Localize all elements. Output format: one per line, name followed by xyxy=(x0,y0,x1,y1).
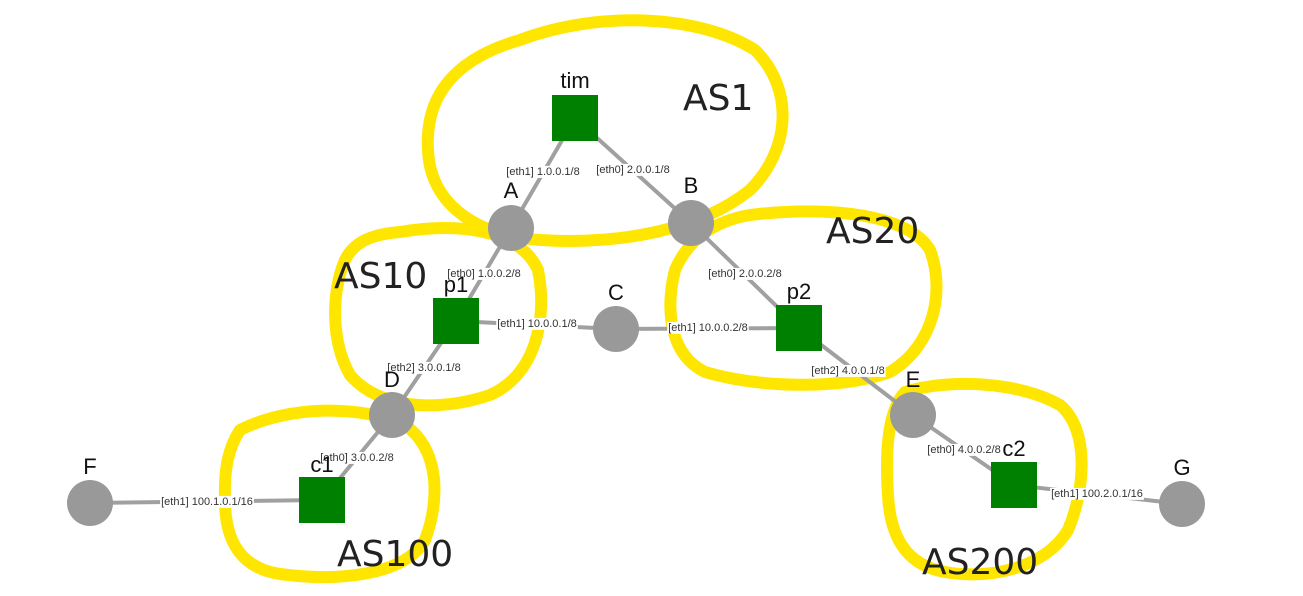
interface-label: [eth1] 100.1.0.1/16 xyxy=(161,496,253,508)
interface-label: [eth0] 2.0.0.2/8 xyxy=(708,268,781,280)
interface-label: [eth1] 10.0.0.1/8 xyxy=(497,318,577,330)
as-label-as1: AS1 xyxy=(683,78,753,119)
collision-domain-label: B xyxy=(684,173,699,198)
interface-label-background xyxy=(810,364,886,377)
as-labels: AS1 AS10 AS20 AS100 AS200 xyxy=(334,78,1038,583)
collision-domain-label: F xyxy=(83,454,96,479)
interface-label-group: [eth1] 100.1.0.1/16 xyxy=(160,495,254,508)
interface-label-background xyxy=(1050,487,1144,500)
router-p1-icon[interactable] xyxy=(433,298,479,344)
interface-label-background xyxy=(707,267,783,280)
collision-domain-label: D xyxy=(384,367,400,392)
collision-domain-A-icon[interactable] xyxy=(488,205,534,251)
interface-label: [eth2] 4.0.0.1/8 xyxy=(811,365,884,377)
interface-label: [eth1] 1.0.0.1/8 xyxy=(506,166,579,178)
interface-label-group: [eth0] 1.0.0.2/8 xyxy=(446,267,522,280)
interface-label-background xyxy=(386,361,462,374)
router-label: c1 xyxy=(310,452,333,477)
interface-label-group: [eth0] 4.0.0.2/8 xyxy=(926,443,1002,456)
as-label-as10: AS10 xyxy=(334,256,427,297)
router-tim-icon[interactable] xyxy=(552,95,598,141)
interface-label-background xyxy=(496,317,578,330)
as20-outline xyxy=(664,205,943,391)
interface-label-group: [eth1] 1.0.0.1/8 xyxy=(505,165,581,178)
collision-domain-label: C xyxy=(608,280,624,305)
interface-label-group: [eth2] 3.0.0.1/8 xyxy=(386,361,462,374)
router-label: p2 xyxy=(787,279,811,304)
interface-label-group: [eth0] 3.0.0.2/8 xyxy=(319,451,395,464)
collision-domain-label: E xyxy=(906,367,921,392)
as-label-as200: AS200 xyxy=(922,542,1038,583)
as10-outline xyxy=(329,222,548,412)
as1-outline xyxy=(421,14,789,247)
interface-label-background xyxy=(160,495,254,508)
router-label: tim xyxy=(560,68,589,93)
interface-label: [eth1] 100.2.0.1/16 xyxy=(1051,488,1143,500)
collision-domain-G-icon[interactable] xyxy=(1159,481,1205,527)
interface-label-background xyxy=(595,163,671,176)
interface-label-background xyxy=(446,267,522,280)
interface-label: [eth0] 3.0.0.2/8 xyxy=(320,452,393,464)
as-outlines xyxy=(218,14,1088,583)
interface-label-group: [eth0] 2.0.0.2/8 xyxy=(707,267,783,280)
interface-label: [eth0] 1.0.0.2/8 xyxy=(447,268,520,280)
interface-label-group: [eth1] 10.0.0.2/8 xyxy=(667,321,749,334)
collision-domain-E-icon[interactable] xyxy=(890,392,936,438)
interface-label-group: [eth2] 4.0.0.1/8 xyxy=(810,364,886,377)
router-c2-icon[interactable] xyxy=(991,462,1037,508)
collision-domain-F-icon[interactable] xyxy=(67,480,113,526)
router-label: c2 xyxy=(1002,436,1025,461)
interface-label: [eth0] 4.0.0.2/8 xyxy=(927,444,1000,456)
as-label-as100: AS100 xyxy=(337,534,453,575)
router-c1-icon[interactable] xyxy=(299,477,345,523)
interface-label: [eth1] 10.0.0.2/8 xyxy=(668,322,748,334)
collision-domain-label: A xyxy=(504,178,519,203)
router-label: p1 xyxy=(444,272,468,297)
collision-domain-label: G xyxy=(1173,455,1190,480)
interface-label: [eth2] 3.0.0.1/8 xyxy=(387,362,460,374)
interface-label-background xyxy=(319,451,395,464)
interface-label-group: [eth1] 100.2.0.1/16 xyxy=(1050,487,1144,500)
interface-label-background xyxy=(667,321,749,334)
interface-label-group: [eth0] 2.0.0.1/8 xyxy=(595,163,671,176)
as200-outline xyxy=(881,377,1088,581)
collision-domain-D-icon[interactable] xyxy=(369,392,415,438)
interface-label-group: [eth1] 10.0.0.1/8 xyxy=(496,317,578,330)
as-label-as20: AS20 xyxy=(826,211,919,252)
collision-domain-C-icon[interactable] xyxy=(593,306,639,352)
interface-label-background xyxy=(926,443,1002,456)
router-p2-icon[interactable] xyxy=(776,305,822,351)
interface-label-background xyxy=(505,165,581,178)
interface-label: [eth0] 2.0.0.1/8 xyxy=(596,164,669,176)
collision-domain-B-icon[interactable] xyxy=(668,200,714,246)
